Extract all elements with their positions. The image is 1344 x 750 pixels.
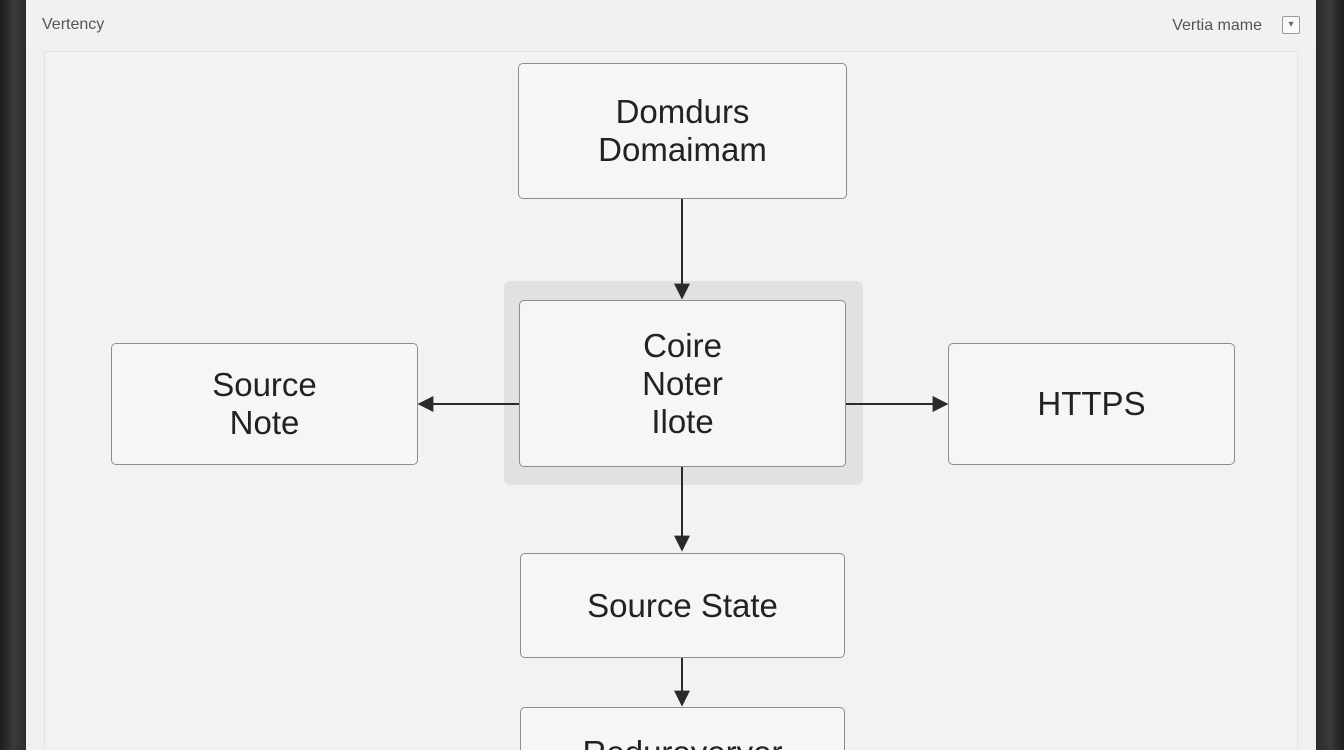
node-core-line-1: Coire (643, 326, 722, 364)
node-domain[interactable]: Domdurs Domaimam (518, 63, 847, 199)
node-core-line-3: Ilote (651, 402, 714, 440)
node-source-note-line-1: Source (212, 366, 317, 403)
node-source-state-label: Source State (587, 586, 778, 624)
node-source-note-line-2: Note (229, 404, 300, 441)
title-bar: Vertency Vertia mame ▾ (26, 0, 1316, 50)
app-window: Vertency Vertia mame ▾ Domdurs Domaimam (26, 0, 1316, 750)
node-https-label: HTTPS (1037, 385, 1146, 422)
node-core[interactable]: Coire Noter Ilote (519, 300, 846, 467)
view-label[interactable]: Vertia mame (1172, 17, 1262, 34)
node-domain-line-2: Domaimam (598, 131, 767, 168)
view-menu-button[interactable]: ▾ (1282, 16, 1300, 34)
node-source-note[interactable]: Source Note (111, 343, 418, 465)
node-bottom-label: Reduroverver (583, 734, 783, 750)
chevron-down-icon: ▾ (1288, 19, 1294, 30)
app-title: Vertency (42, 16, 105, 33)
node-domain-line-1: Domdurs (615, 93, 750, 130)
node-core-line-2: Noter (642, 364, 723, 402)
node-bottom[interactable]: Reduroverver (520, 707, 845, 750)
node-source-state[interactable]: Source State (520, 553, 845, 658)
node-https[interactable]: HTTPS (948, 343, 1235, 465)
